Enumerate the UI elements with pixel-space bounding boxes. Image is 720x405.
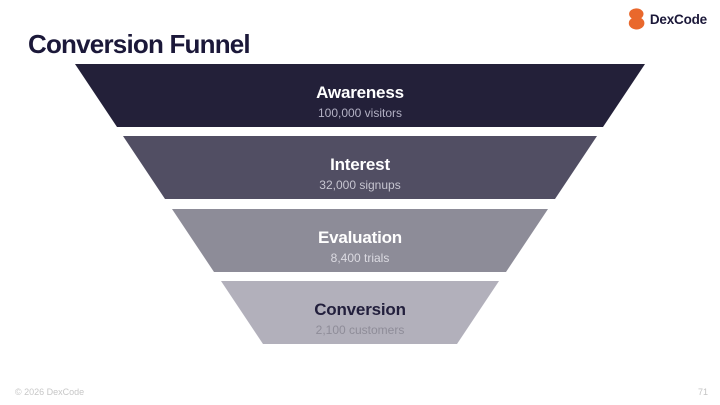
stage-label: Interest — [330, 155, 390, 175]
funnel-stage-interest: Interest 32,000 signups — [123, 136, 597, 199]
stage-value: 8,400 trials — [330, 250, 390, 265]
page-number: 71 — [697, 387, 708, 397]
dexcode-blob-icon — [628, 8, 645, 30]
page-title: Conversion Funnel — [28, 29, 251, 59]
stage-label: Evaluation — [318, 228, 402, 248]
stage-label: Awareness — [316, 83, 404, 103]
stage-value: 2,100 customers — [315, 322, 405, 337]
funnel-stage-awareness: Awareness 100,000 visitors — [75, 64, 645, 127]
funnel-stage-conversion: Conversion 2,100 customers — [221, 281, 499, 344]
logo-text: DexCode — [649, 11, 707, 27]
stage-label: Conversion — [314, 300, 406, 320]
stage-value: 32,000 signups — [319, 177, 401, 192]
stage-value: 100,000 visitors — [317, 105, 403, 120]
funnel-stage-evaluation: Evaluation 8,400 trials — [172, 209, 548, 272]
logo: DexCode — [628, 8, 707, 30]
footer-copyright: © 2026 DexCode — [15, 387, 85, 397]
